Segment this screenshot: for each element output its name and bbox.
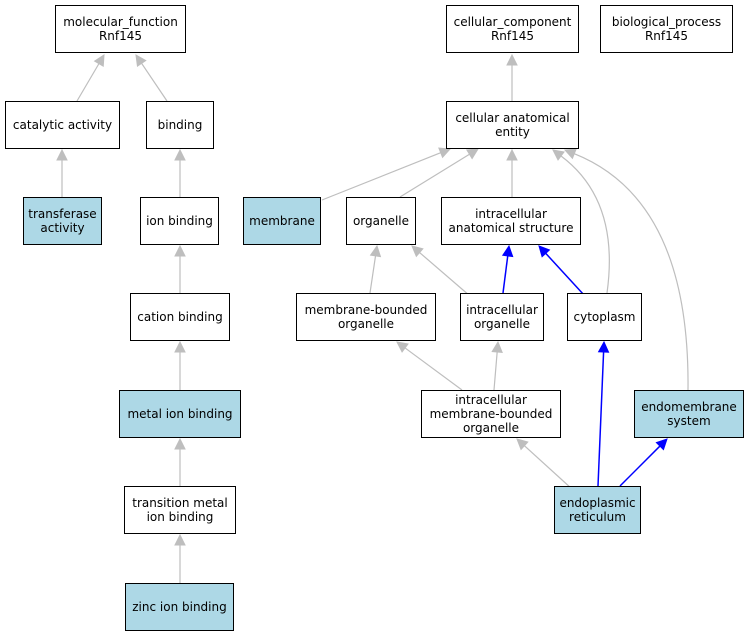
node-label-line: cytoplasm bbox=[573, 310, 636, 324]
arrowhead-icon bbox=[174, 148, 186, 161]
arrowhead-icon bbox=[466, 148, 479, 160]
edge-endomembrane_system-to-cellular_anatomical_entity bbox=[574, 153, 689, 391]
node-label-line: membrane bbox=[249, 214, 315, 228]
node-membrane[interactable]: membrane bbox=[243, 197, 321, 245]
node-label-line: organelle bbox=[352, 214, 410, 228]
edge-cytoplasm-to-intracellular_anatomical_structure bbox=[545, 252, 585, 296]
node-label-line: transferase bbox=[28, 207, 97, 221]
node-label-line: intracellular bbox=[466, 303, 538, 317]
arrowhead-icon bbox=[655, 438, 668, 451]
node-binding[interactable]: binding bbox=[146, 101, 214, 149]
arrowhead-icon bbox=[516, 438, 529, 451]
edge-intracellular_membrane_bounded_organelle-to-intracellular_organelle bbox=[493, 351, 498, 391]
node-label-line: zinc ion binding bbox=[132, 600, 227, 614]
node-label-line: organelle bbox=[337, 317, 395, 331]
edge-endoplasmic_reticulum-to-cytoplasm bbox=[597, 351, 605, 487]
node-organelle[interactable]: organelle bbox=[346, 197, 416, 245]
arrowhead-icon bbox=[174, 244, 186, 257]
node-label-line: cellular anatomical bbox=[455, 111, 570, 125]
node-label-line: system bbox=[667, 414, 711, 428]
node-label-line: biological_process bbox=[611, 15, 722, 29]
node-metal-ion-binding[interactable]: metal ion binding bbox=[119, 390, 241, 438]
edge-membrane_bounded_organelle-to-organelle bbox=[369, 255, 377, 294]
node-ion-binding[interactable]: ion binding bbox=[140, 197, 219, 245]
node-label-line: reticulum bbox=[569, 510, 626, 524]
node-label-line: endoplasmic bbox=[559, 496, 636, 510]
node-label-line: intracellular bbox=[475, 207, 547, 221]
arrowhead-icon bbox=[552, 149, 565, 161]
arrowhead-icon bbox=[93, 54, 105, 67]
arrowhead-icon bbox=[174, 340, 186, 353]
arrowhead-icon bbox=[396, 341, 409, 353]
edge-intracellular_organelle-to-organelle bbox=[419, 252, 471, 297]
node-label-line: ion binding bbox=[146, 510, 214, 524]
node-label-line: membrane-bounded bbox=[429, 407, 553, 421]
arrowhead-icon bbox=[563, 148, 577, 160]
edge-organelle-to-cellular_anatomical_entity bbox=[399, 153, 470, 198]
edge-binding-to-molecular_function bbox=[141, 62, 168, 102]
arrowhead-icon bbox=[411, 245, 424, 258]
node-label-line: Rnf145 bbox=[644, 29, 689, 43]
arrowhead-icon bbox=[438, 147, 452, 159]
arrowhead-icon bbox=[174, 533, 186, 546]
node-label-line: anatomical structure bbox=[448, 221, 574, 235]
node-label-line: binding bbox=[157, 118, 203, 132]
arrowhead-icon bbox=[491, 340, 503, 353]
arrowhead-icon bbox=[369, 244, 382, 258]
arrowhead-icon bbox=[506, 148, 518, 161]
node-label-line: cation binding bbox=[137, 310, 223, 324]
node-catalytic-activity[interactable]: catalytic activity bbox=[5, 101, 120, 149]
node-label-line: endomembrane bbox=[641, 400, 737, 414]
node-label-line: intracellular bbox=[455, 393, 527, 407]
edge-membrane-to-cellular_anatomical_entity bbox=[321, 152, 441, 201]
edge-endoplasmic_reticulum-to-endomembrane_system bbox=[619, 445, 661, 487]
node-label-line: organelle bbox=[473, 317, 531, 331]
arrowhead-icon bbox=[597, 340, 610, 353]
node-cytoplasm[interactable]: cytoplasm bbox=[567, 293, 642, 341]
arrowhead-icon bbox=[56, 148, 68, 161]
node-label-line: Rnf145 bbox=[98, 29, 143, 43]
node-label-line: ion binding bbox=[146, 214, 213, 228]
edge-intracellular_membrane_bounded_organelle-to-membrane_bounded_organelle bbox=[404, 347, 463, 391]
node-label-line: cellular_component bbox=[453, 15, 572, 29]
node-label-line: organelle bbox=[462, 421, 520, 435]
edge-intracellular_organelle-to-intracellular_anatomical_structure bbox=[502, 255, 509, 294]
node-label-line: molecular_function bbox=[63, 15, 178, 29]
edge-cytoplasm-to-cellular_anatomical_entity bbox=[560, 155, 610, 294]
node-label-line: activity bbox=[40, 221, 85, 235]
arrowhead-icon bbox=[174, 437, 186, 450]
node-label-line: Rnf145 bbox=[490, 29, 535, 43]
edge-catalytic_activity-to-molecular_function bbox=[76, 63, 100, 102]
node-zinc-ion-binding[interactable]: zinc ion binding bbox=[125, 583, 234, 631]
node-cation-binding[interactable]: cation binding bbox=[130, 293, 230, 341]
arrowhead-icon bbox=[135, 54, 147, 67]
node-label-line: entity bbox=[495, 125, 530, 139]
edge-endoplasmic_reticulum-to-intracellular_membrane_bounded_organelle bbox=[523, 445, 573, 490]
arrowhead-icon bbox=[506, 53, 518, 66]
arrowhead-icon bbox=[501, 244, 514, 258]
arrowhead-icon bbox=[538, 245, 551, 258]
node-label-line: metal ion binding bbox=[127, 407, 233, 421]
node-label-line: membrane-bounded bbox=[304, 303, 428, 317]
node-label-line: catalytic activity bbox=[12, 118, 113, 132]
node-label-line: transition metal bbox=[132, 496, 228, 510]
